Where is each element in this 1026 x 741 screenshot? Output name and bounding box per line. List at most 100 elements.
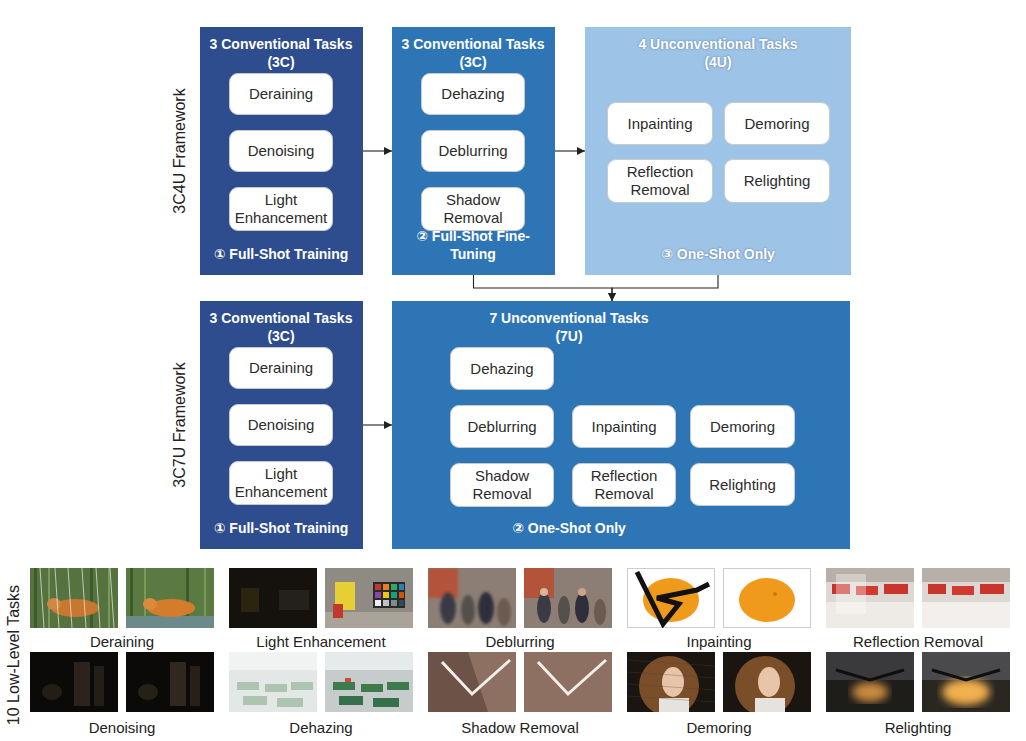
image-detail	[375, 592, 381, 598]
task-box: Light Enhancement	[229, 461, 333, 505]
image-detail	[739, 578, 795, 622]
image-detail	[399, 592, 404, 598]
flow-arrow	[363, 150, 392, 151]
task-label: Dehazing	[470, 360, 533, 378]
task-box: Deraining	[229, 73, 333, 115]
task-label: Deblurring	[438, 142, 507, 160]
flow-arrow	[612, 275, 718, 301]
image-detail	[662, 667, 684, 697]
image-detail	[524, 568, 554, 598]
image-detail	[96, 568, 100, 628]
image-detail	[428, 652, 488, 712]
image-detail	[758, 667, 780, 697]
task-caption: Denoising	[27, 718, 217, 737]
image-detail	[755, 698, 785, 712]
task-label: Deraining	[249, 359, 313, 377]
task-label: Light Enhancement	[235, 465, 328, 501]
thumbnail-image	[126, 568, 214, 628]
image-detail	[773, 592, 777, 596]
image-detail	[47, 598, 61, 610]
image-detail	[922, 568, 1010, 582]
task-caption: Inpainting	[624, 632, 814, 651]
image-detail	[375, 600, 381, 606]
task-box: Denoising	[229, 130, 333, 172]
panel-heading: 3 Conventional Tasks (3C)	[206, 310, 356, 345]
image-detail	[237, 682, 259, 690]
image-detail	[442, 660, 510, 694]
image-detail	[229, 652, 317, 670]
image-detail	[399, 584, 404, 590]
image-detail	[291, 682, 313, 690]
panel-footer: ② Full-Shot Fine-Tuning	[398, 228, 548, 263]
image-detail	[461, 595, 475, 625]
task-label: Denoising	[248, 142, 315, 160]
thumbnail-image	[628, 569, 715, 628]
thumbnail-image	[723, 652, 811, 716]
task-caption: Demoring	[624, 718, 814, 737]
thumbnail-image	[524, 652, 612, 712]
image-detail	[942, 679, 990, 705]
image-detail	[94, 666, 104, 706]
image-detail	[627, 672, 715, 678]
task-label: Denoising	[248, 416, 315, 434]
image-detail	[383, 592, 389, 598]
image-detail	[110, 568, 114, 628]
image-detail	[383, 584, 389, 590]
panel-footer: ① Full-Shot Training	[206, 246, 356, 264]
image-detail	[594, 599, 606, 625]
image-detail	[279, 590, 309, 610]
image-detail	[836, 670, 904, 680]
thumbnail-image	[826, 568, 914, 628]
image-detail	[325, 652, 413, 670]
task-box: Relighting	[690, 463, 795, 506]
image-detail	[40, 568, 44, 628]
task-label: Reflection Removal	[579, 467, 669, 503]
thumbnail-image	[325, 652, 413, 712]
image-detail	[42, 684, 62, 700]
image-detail	[126, 616, 214, 628]
image-detail	[524, 568, 612, 628]
thumbnail-image	[524, 568, 612, 628]
image-detail	[30, 568, 118, 628]
image-detail	[34, 568, 37, 628]
image-detail	[241, 588, 259, 612]
task-box: Deraining	[229, 347, 333, 389]
framework-label: 3C4U Framework	[170, 51, 190, 251]
task-caption: Relighting	[823, 718, 1013, 737]
task-panel: 7 Unconventional Tasks (7U)② One-Shot On…	[392, 301, 850, 549]
task-box: Inpainting	[572, 405, 676, 448]
task-box: Deblurring	[421, 130, 525, 172]
image-detail	[143, 598, 157, 610]
image-detail	[428, 568, 516, 628]
task-caption: Deraining	[27, 632, 217, 651]
image-detail	[373, 582, 405, 608]
image-detail	[628, 569, 715, 628]
thumbnail-image	[922, 652, 1010, 712]
task-panel: 3 Conventional Tasks (3C)② Full-Shot Fin…	[392, 27, 555, 275]
thumbnail-image	[325, 568, 413, 628]
image-detail	[55, 568, 59, 628]
image-detail	[428, 568, 458, 598]
image-detail	[952, 586, 974, 595]
image-detail	[325, 568, 413, 628]
image-detail	[826, 568, 914, 628]
task-label: Shadow Removal	[457, 467, 547, 503]
task-box: Dehazing	[450, 347, 554, 390]
image-detail	[922, 568, 1010, 628]
image-detail	[497, 598, 511, 626]
image-detail	[627, 696, 715, 702]
image-detail	[639, 656, 699, 716]
image-detail	[229, 568, 317, 628]
thumbnail-image	[30, 568, 118, 628]
task-label: Relighting	[744, 172, 811, 190]
image-detail	[126, 568, 214, 628]
thumbnail-image	[30, 652, 118, 712]
task-box: Relighting	[724, 159, 830, 203]
task-panel: 4 Unconventional Tasks (4U)③ One-Shot On…	[585, 27, 851, 275]
image-detail	[724, 569, 811, 628]
framework-label: 3C7U Framework	[170, 325, 190, 525]
task-box: Deblurring	[450, 405, 554, 448]
image-detail	[277, 698, 303, 707]
thumbnail-image	[229, 652, 317, 712]
task-label: Relighting	[709, 476, 776, 494]
